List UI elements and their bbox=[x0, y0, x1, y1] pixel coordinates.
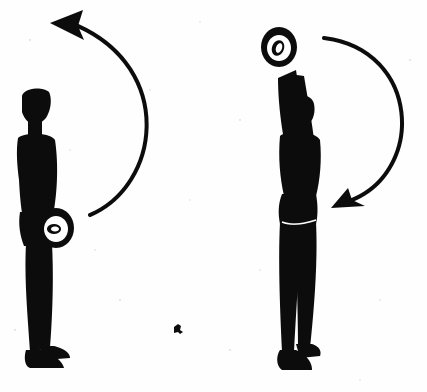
curved-arrow-up-icon bbox=[50, 10, 147, 215]
dumbbell-right bbox=[261, 27, 297, 67]
figure-front-raise-end bbox=[277, 70, 321, 370]
curved-arrow-down-icon bbox=[324, 38, 402, 208]
dumbbell-left bbox=[38, 208, 74, 248]
ink-blot bbox=[174, 324, 183, 334]
